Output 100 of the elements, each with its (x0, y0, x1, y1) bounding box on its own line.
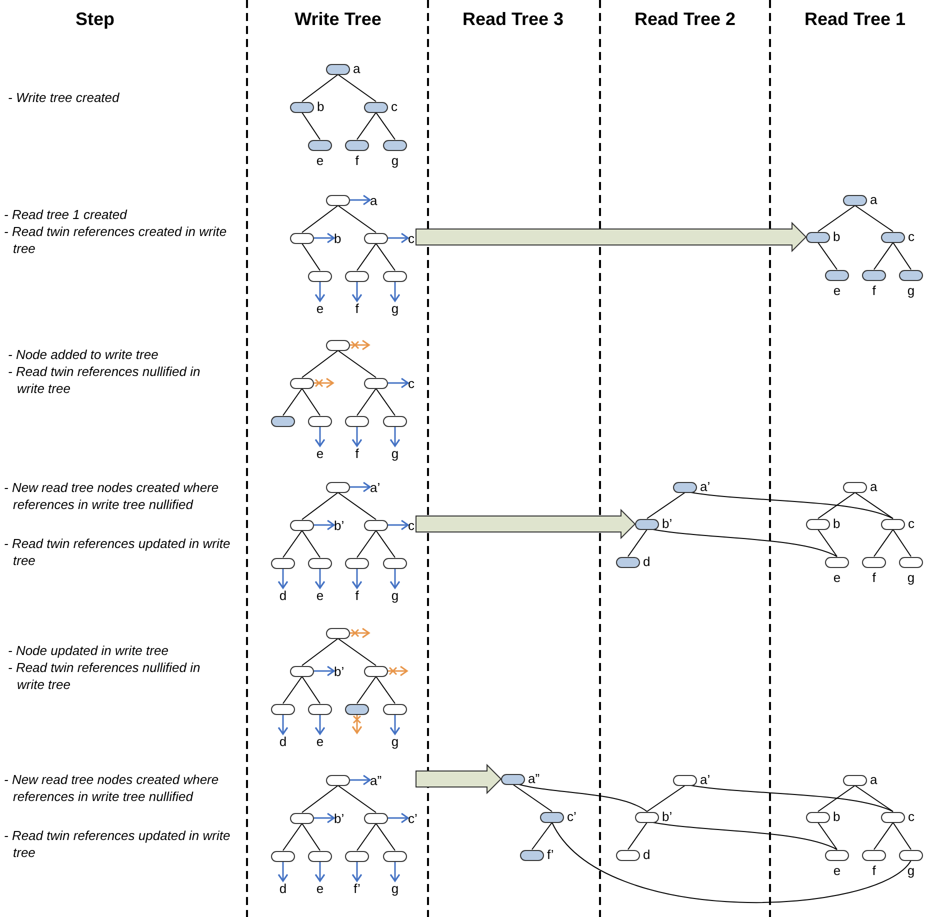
node-letter: b’ (662, 808, 672, 824)
tree-line (646, 785, 686, 812)
tree-node (326, 482, 350, 492)
node-letter: b (833, 516, 840, 530)
tree-node (290, 232, 314, 244)
tree-line (302, 243, 320, 271)
tree-node (673, 774, 697, 786)
link-curve (518, 784, 648, 812)
tree-node (843, 482, 867, 492)
tree-node (383, 704, 407, 714)
node-letter: c (908, 516, 914, 530)
tree-line (302, 112, 320, 140)
node-letter: e (309, 301, 331, 316)
node-letter: b’ (334, 518, 356, 532)
tree-line (376, 823, 396, 851)
node-letter: c (408, 376, 430, 390)
node-letter: f’ (547, 846, 554, 862)
tree-node (364, 520, 388, 530)
node-letter: b (833, 228, 840, 244)
column-header: Write Tree (294, 8, 382, 30)
tree-node (326, 340, 350, 350)
link-curve (652, 822, 838, 850)
node-letter: c (391, 98, 398, 114)
tree-node (345, 270, 369, 282)
tree-node (364, 812, 388, 824)
tree-line (532, 822, 552, 850)
tree-line (874, 529, 894, 557)
tree-line (282, 823, 302, 851)
column-header: Step (74, 8, 116, 30)
tree-line (818, 205, 856, 232)
tree-node (806, 812, 830, 822)
tree-node (383, 416, 407, 426)
reference-arrow (314, 520, 335, 530)
tree-node (345, 140, 369, 150)
tree-node (290, 666, 314, 676)
node-letter: d (272, 881, 294, 896)
tree-line (302, 350, 338, 378)
node-letter: a’ (370, 480, 392, 494)
tree-node (271, 416, 295, 426)
crossed-reference-arrow (313, 378, 334, 388)
tree-node (290, 812, 314, 824)
reference-arrow (314, 666, 335, 676)
block-arrow (416, 508, 636, 540)
tree-line (628, 822, 648, 850)
crossed-reference-arrow (352, 714, 362, 734)
link-curve (552, 822, 912, 903)
tree-line (628, 529, 648, 557)
tree-line (376, 243, 396, 271)
tree-line (356, 530, 376, 558)
reference-arrow (314, 426, 326, 447)
step-description: - Read twin references nullified in write tree (8, 659, 202, 693)
tree-node (345, 704, 369, 714)
node-letter: a’ (700, 478, 710, 494)
node-letter: f (346, 446, 368, 461)
tree-line (338, 638, 376, 666)
tree-node (540, 812, 564, 822)
node-letter: c’ (408, 810, 430, 826)
node-letter: b (334, 230, 356, 246)
node-letter: a (870, 478, 878, 494)
reference-arrow (390, 714, 400, 735)
node-letter: g (384, 301, 406, 316)
node-letter: f (354, 152, 360, 168)
tree-line (282, 676, 302, 704)
tree-node (326, 628, 350, 638)
tree-line (338, 492, 376, 520)
tree-line (338, 205, 376, 233)
tree-node (308, 704, 332, 714)
node-letter: g (906, 570, 916, 584)
tree-line (854, 492, 894, 519)
node-letter: f (871, 570, 877, 584)
tree-node (345, 850, 369, 862)
tree-node (825, 556, 849, 568)
node-letter: a (870, 772, 878, 786)
tree-node (308, 416, 332, 426)
tree-node (673, 482, 697, 492)
tree-node (616, 556, 640, 568)
reference-arrow (390, 426, 400, 447)
node-letter: e (832, 862, 842, 878)
tree-line (356, 243, 376, 271)
reference-arrow (390, 862, 400, 882)
reference-arrow (388, 232, 409, 244)
tree-node (308, 850, 332, 862)
tree-node (899, 556, 923, 568)
node-letter: d (643, 846, 650, 862)
reference-arrow (352, 568, 362, 589)
reference-arrow (352, 282, 362, 302)
reference-arrow (390, 282, 400, 302)
tree-node (364, 102, 388, 112)
tree-line (874, 242, 894, 270)
tree-line (302, 492, 338, 520)
node-letter: e (832, 570, 842, 584)
tree-line (376, 388, 396, 416)
crossed-reference-arrow (349, 340, 370, 350)
node-letter: e (309, 446, 331, 461)
node-letter: g (906, 862, 916, 878)
tree-line (376, 530, 396, 558)
tree-node (308, 140, 332, 150)
reference-arrow (314, 812, 335, 824)
tree-line (376, 676, 396, 704)
tree-line (302, 74, 338, 102)
